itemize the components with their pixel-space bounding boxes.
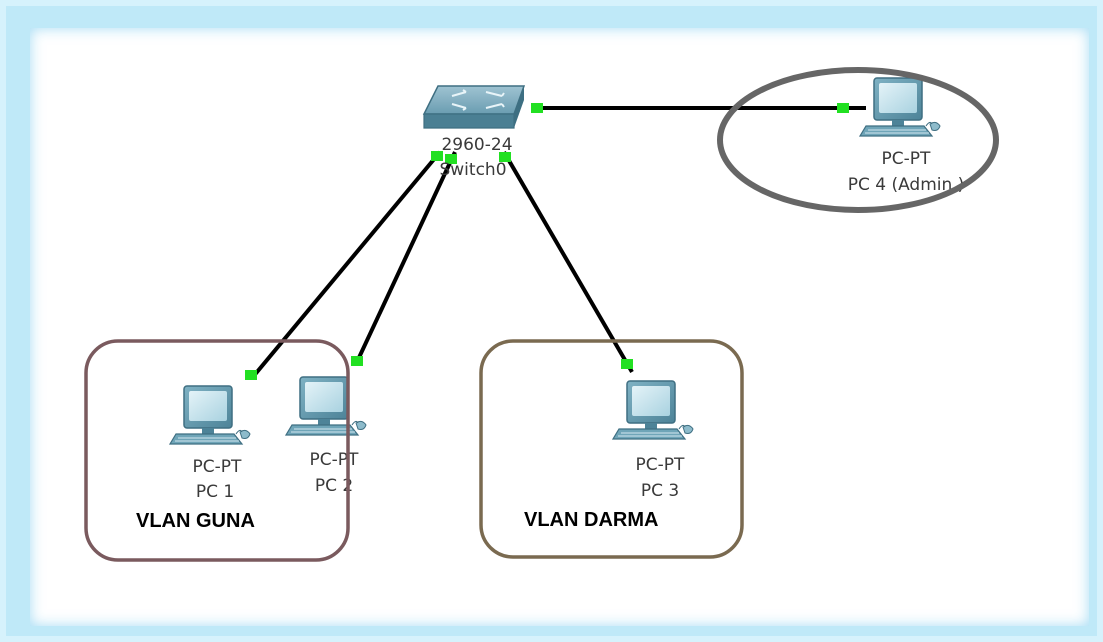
port-led [621,359,633,369]
pc4-name-label: PC 4 (Admin ) [848,175,965,195]
port-led [445,154,457,164]
pc3-node[interactable]: PC-PT PC 3 [612,380,694,501]
pc4-type-label: PC-PT [882,149,932,169]
port-led [245,370,257,380]
link-switch-pc3[interactable] [502,150,634,374]
link-switch-pc2[interactable] [354,151,457,365]
pc3-name-label: PC 3 [641,481,679,501]
pc1-type-label: PC-PT [193,457,243,477]
switch-icon [422,85,526,129]
port-led [499,152,511,162]
switch-model-label: 2960-24 [441,135,512,155]
vlan-darma-label: VLAN DARMA [524,509,658,531]
port-led [531,103,543,113]
pc2-node[interactable]: PC-PT PC 2 [285,376,367,496]
links-layer [250,106,866,380]
pc1-name-label: PC 1 [196,482,234,502]
pc-icon [169,385,251,445]
link-switch-pc1[interactable] [250,150,442,380]
port-led [837,103,849,113]
pc2-name-label: PC 2 [315,476,353,496]
port-leds [245,103,849,380]
port-led [351,356,363,366]
pc1-node[interactable]: PC-PT PC 1 [169,385,251,502]
pc-icon [612,380,694,440]
pc3-type-label: PC-PT [636,455,686,475]
pc2-type-label: PC-PT [310,450,360,470]
port-led [431,151,443,161]
pc4-node[interactable]: PC-PT PC 4 (Admin ) [848,77,965,195]
vlan-guna-label: VLAN GUNA [136,510,255,532]
admin-highlight-ellipse [717,67,999,213]
vlan-darma-group [479,339,744,559]
pc-icon [859,77,941,137]
switch-name-label: Switch0 [439,160,506,180]
pc-icon [285,376,367,436]
switch-node[interactable]: 2960-24 Switch0 [422,85,526,180]
vlan-guna-group [84,339,350,562]
